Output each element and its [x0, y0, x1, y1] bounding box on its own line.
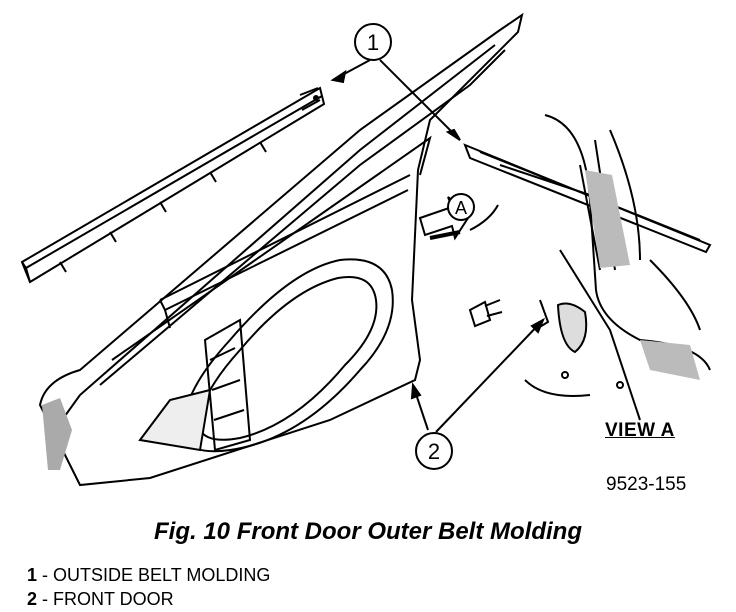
outside-belt-molding-part	[20, 86, 326, 284]
front-door-outline	[38, 12, 524, 487]
legend-item-text: - FRONT DOOR	[37, 589, 174, 609]
legend-item-text: - OUTSIDE BELT MOLDING	[37, 565, 271, 585]
legend-item-number: 1	[27, 565, 38, 585]
figure-code: 9523-155	[606, 474, 687, 495]
callout-leader-lines	[330, 59, 546, 433]
callout-a-letter: A	[455, 198, 467, 218]
callout-1: 1	[354, 23, 392, 61]
view-a-label: VIEW A	[605, 420, 675, 441]
legend-item: 1 - OUTSIDE BELT MOLDING	[27, 563, 270, 587]
legend-item-number: 2	[27, 589, 38, 609]
pillar-shading	[585, 170, 700, 380]
callout-2: 2	[415, 432, 453, 470]
door-inner-panel	[138, 258, 394, 453]
callout-2-number: 2	[428, 439, 440, 464]
callout-a: A	[447, 193, 475, 221]
legend-item: 2 - FRONT DOOR	[27, 587, 270, 611]
door-molding-diagram: 1 2 A	[20, 12, 712, 487]
view-a-body	[463, 114, 712, 421]
figure-caption: Fig. 10 Front Door Outer Belt Molding	[154, 518, 582, 545]
callout-1-number: 1	[367, 30, 379, 55]
parts-legend: 1 - OUTSIDE BELT MOLDING 2 - FRONT DOOR	[27, 563, 270, 611]
door-edge-shading	[42, 398, 72, 470]
